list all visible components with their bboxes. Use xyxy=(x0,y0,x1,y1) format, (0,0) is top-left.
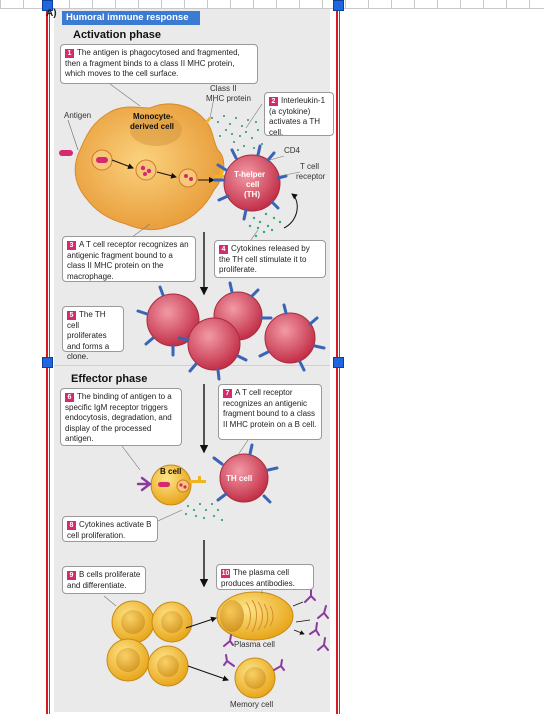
step-9-text: B cells proliferate and differentiate. xyxy=(67,570,140,590)
step-4-text: Cytokines released by the TH cell stimul… xyxy=(219,244,310,274)
cytokine-dots-effector xyxy=(185,503,223,521)
memory-cell-label: Memory cell xyxy=(230,700,273,710)
thelper-label-line1: T-helper xyxy=(234,170,265,180)
step-6-badge: 6 xyxy=(65,393,74,402)
step-3-text: A T cell receptor recognizes an antigeni… xyxy=(67,240,189,281)
step-1-badge: 1 xyxy=(65,49,74,58)
step-5-badge: 5 xyxy=(67,311,76,320)
interleukin-dots xyxy=(211,115,263,151)
step-1-text: The antigen is phagocytosed and fragment… xyxy=(65,48,240,78)
th-cell-label: TH cell xyxy=(226,474,252,484)
plasma-cell-label: Plasma cell xyxy=(234,640,275,650)
antigen-label: Antigen xyxy=(64,111,91,121)
cd4-label: CD4 xyxy=(284,146,300,156)
step-6-text: The binding of antigen to a specific IgM… xyxy=(65,392,172,443)
step-7-text: A T cell receptor recognizes an antigeni… xyxy=(223,388,316,429)
thelper-label-line3: (TH) xyxy=(244,190,260,200)
monocyte-label-line1: Monocyte- xyxy=(133,112,173,122)
step-3-badge: 3 xyxy=(67,241,76,250)
tcell-receptor-label-line1: T cell xyxy=(300,162,319,172)
cytokine-dots xyxy=(249,213,281,237)
thelper-label-line2: cell xyxy=(246,180,259,190)
step-10-badge: 10 xyxy=(221,569,230,578)
step-2-badge: 2 xyxy=(269,97,278,106)
step-7-badge: 7 xyxy=(223,389,232,398)
plasma-cell xyxy=(217,592,293,640)
antigen-engulfed-icon xyxy=(96,157,108,163)
antibody-icons xyxy=(305,589,328,650)
b-cell-cluster xyxy=(107,601,192,686)
step-10-text: The plasma cell produces antibodies. xyxy=(221,568,295,588)
step-8-text: Cytokines activate B cell proliferation. xyxy=(67,520,151,540)
antigen-icon xyxy=(59,150,73,156)
monocyte-label-line2: derived cell xyxy=(130,122,174,132)
t-cell-clone xyxy=(138,283,324,379)
step-9-badge: 9 xyxy=(67,571,76,580)
step-8-badge: 8 xyxy=(67,521,76,530)
class-ii-label-line1: Class II xyxy=(210,84,237,94)
bcell-label: B cell xyxy=(160,467,181,477)
class-ii-label-line2: MHC protein xyxy=(206,94,251,104)
tcell-receptor-label-line2: receptor xyxy=(296,172,325,182)
step-4-badge: 4 xyxy=(219,245,228,254)
